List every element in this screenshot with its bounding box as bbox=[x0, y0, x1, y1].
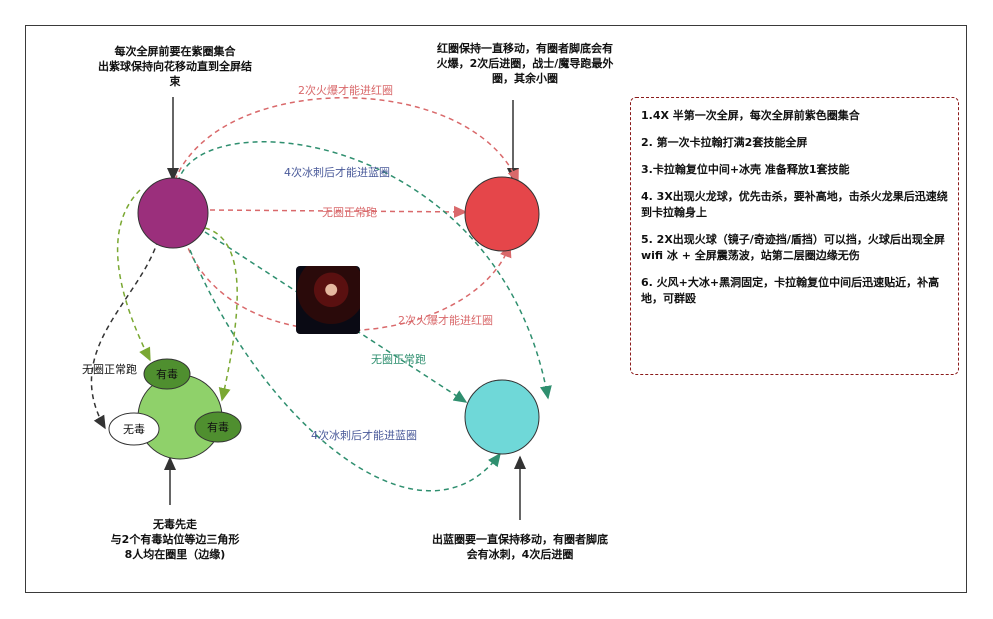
red-note-line: 火爆，2次后进圈，战士/魔导跑最外 bbox=[436, 57, 614, 70]
red-note: 红圈保持一直移动，有圈者脚底会有 火爆，2次后进圈，战士/魔导跑最外 圈，其余小… bbox=[420, 41, 630, 86]
edge-purple-nonpoison bbox=[90, 239, 159, 430]
nonpoison-node bbox=[108, 412, 160, 446]
poison-node-2-label: 有毒 bbox=[207, 420, 229, 434]
purple-circle bbox=[137, 177, 209, 249]
edge-label-bottom-blue: 4次冰刺后才能进蓝圈 bbox=[311, 429, 417, 442]
purple-note: 每次全屏前要在紫圈集合 出紫球保持向花移动直到全屏结 束 bbox=[80, 44, 270, 89]
green-note-line: 与2个有毒站位等边三角形 bbox=[110, 533, 240, 546]
tip-item: 6. 火风+大冰+黑洞固定，卡拉翰复位中间后迅速贴近，补高地，可群殴 bbox=[641, 276, 940, 305]
red-note-line: 圈，其余小圈 bbox=[492, 72, 558, 85]
tip-item: 4. 3X出现火龙球，优先击杀，要补高地，击杀火龙果后迅速绕到卡拉翰身上 bbox=[641, 190, 948, 219]
edge-purple-poison1 bbox=[116, 189, 151, 362]
nonpoison-node-label: 无毒 bbox=[123, 423, 145, 436]
purple-note-line: 出紫球保持向花移动直到全屏结 bbox=[98, 60, 252, 73]
blue-note: 出蓝圈要一直保持移动，有圈者脚底 会有冰刺，4次后进圈 bbox=[405, 532, 635, 562]
poison-node-1-label: 有毒 bbox=[156, 367, 178, 381]
tips-panel: 1.4X 半第一次全屏，每次全屏前紫色圈集合 2. 第一次卡拉翰打满2套技能全屏… bbox=[630, 97, 959, 375]
edge-label-top-blue: 4次冰刺后才能进蓝圈 bbox=[284, 166, 390, 179]
edge-label-purple-blue: 无圈正常跑 bbox=[371, 353, 426, 366]
edge-label-green-left: 无圈正常跑 bbox=[82, 363, 137, 376]
poison-node-1 bbox=[143, 358, 191, 390]
edge-label-top-red: 2次火爆才能进红圈 bbox=[298, 84, 393, 97]
edge-bottom-blue bbox=[189, 249, 501, 492]
tip-item: 3.卡拉翰复位中间+冰壳 准备释放1套技能 bbox=[641, 163, 850, 176]
edge-label-purple-red: 无圈正常跑 bbox=[322, 206, 377, 219]
green-note-line: 无毒先走 bbox=[153, 518, 197, 531]
tip-item: 2. 第一次卡拉翰打满2套技能全屏 bbox=[641, 136, 808, 149]
diagram-frame bbox=[25, 25, 967, 593]
green-note-line: 8人均在圈里（边缘) bbox=[124, 548, 226, 561]
edge-top-blue bbox=[177, 141, 552, 400]
edge-top-red bbox=[174, 97, 519, 184]
boss-portrait-icon bbox=[296, 266, 360, 334]
tip-item: 1.4X 半第一次全屏，每次全屏前紫色圈集合 bbox=[641, 109, 860, 122]
red-note-line: 红圈保持一直移动，有圈者脚底会有 bbox=[437, 42, 613, 55]
red-circle bbox=[464, 176, 540, 252]
green-note: 无毒先走 与2个有毒站位等边三角形 8人均在圈里（边缘) bbox=[90, 517, 260, 562]
blue-note-line: 会有冰刺，4次后进圈 bbox=[466, 548, 574, 561]
purple-note-line: 束 bbox=[169, 75, 181, 88]
cyan-circle bbox=[464, 379, 540, 455]
purple-note-line: 每次全屏前要在紫圈集合 bbox=[114, 45, 236, 58]
edge-purple-red bbox=[209, 205, 468, 218]
edge-purple-poison2 bbox=[204, 227, 238, 402]
tip-item: 5. 2X出现火球（镜子/奇迹挡/盾挡）可以挡，火球后出现全屏wifi 冰 + … bbox=[641, 233, 945, 262]
blue-note-line: 出蓝圈要一直保持移动，有圈者脚底 bbox=[432, 533, 608, 546]
poison-node-2 bbox=[194, 411, 242, 443]
edge-label-mid-red: 2次火爆才能进红圈 bbox=[398, 314, 493, 327]
